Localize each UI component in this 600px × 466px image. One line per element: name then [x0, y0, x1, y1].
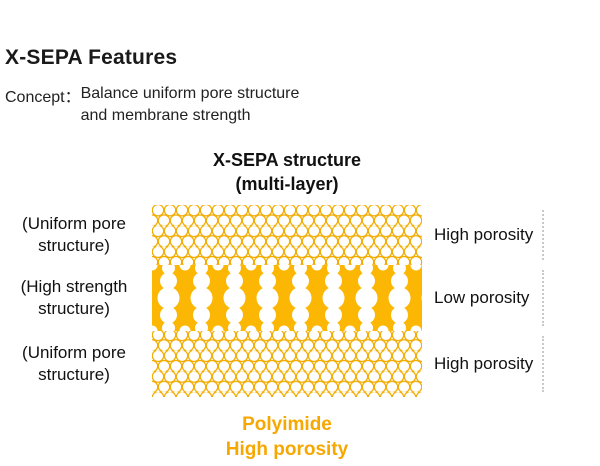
label-line: (Uniform pore: [22, 213, 126, 233]
membrane-layers-graphic: [152, 204, 422, 397]
label-line: structure): [38, 298, 110, 318]
concept-text: Balance uniform pore structure and membr…: [81, 83, 300, 126]
porous-layer-top: [152, 204, 422, 265]
page-title: X-SEPA Features: [5, 46, 178, 69]
diagram-heading: X-SEPA structure (multi-layer): [152, 149, 422, 196]
diagram-heading-line-2: (multi-layer): [235, 173, 339, 194]
porous-layer-bottom: [152, 330, 422, 397]
caption-line-2: High porosity: [225, 439, 349, 461]
porosity-text: High porosity: [434, 224, 534, 244]
label-line: structure): [38, 235, 110, 255]
label-line: structure): [38, 364, 110, 384]
porosity-label-middle: Low porosity: [422, 265, 600, 331]
dotted-separator: [542, 269, 544, 326]
dense-layer-pores: [152, 264, 422, 331]
concept-label: Concept：: [5, 89, 81, 106]
label-line: (Uniform pore: [22, 342, 126, 362]
concept-line-2: and membrane strength: [80, 106, 251, 124]
layer-right-labels: High porosity Low porosity High porosity: [422, 205, 600, 397]
label-uniform-pore-bottom: (Uniform pore structure): [0, 331, 152, 397]
porosity-label-bottom: High porosity: [422, 331, 600, 397]
label-uniform-pore-top: (Uniform pore structure): [0, 205, 152, 265]
dotted-separator: [542, 335, 544, 392]
porosity-text: Low porosity: [434, 287, 530, 307]
label-line: (High strength: [20, 276, 128, 296]
layer-left-labels: (Uniform pore structure) (High strength …: [0, 205, 152, 397]
material-caption: Polyimide High porosity: [152, 412, 422, 462]
concept-block: Concept： Balance uniform pore structure …: [0, 83, 600, 126]
porosity-label-top: High porosity: [422, 205, 600, 265]
dotted-separator: [542, 209, 544, 260]
concept-line-1: Balance uniform pore structure: [80, 85, 300, 102]
porosity-text: High porosity: [434, 353, 534, 373]
layer-diagram-row: (Uniform pore structure) (High strength …: [0, 204, 600, 397]
diagram-heading-line-1: X-SEPA structure: [212, 150, 362, 171]
label-high-strength: (High strength structure): [0, 265, 152, 331]
caption-line-1: Polyimide: [242, 413, 332, 435]
